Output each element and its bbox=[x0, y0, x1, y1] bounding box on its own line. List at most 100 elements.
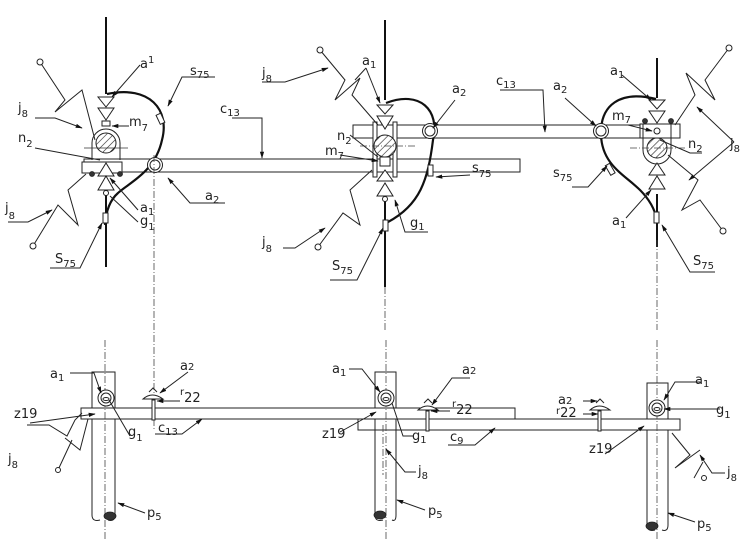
clamp-g1 bbox=[382, 397, 390, 401]
insulator-icon bbox=[648, 162, 666, 176]
label-g1-side-left: g1 bbox=[128, 425, 143, 444]
label-s75-middle-lower: S75 bbox=[332, 259, 353, 277]
ground-terminal-icon bbox=[314, 243, 322, 251]
label-g1-left: g1 bbox=[140, 214, 155, 233]
ground-terminal-icon bbox=[36, 58, 44, 66]
clamp-g1 bbox=[653, 407, 661, 411]
label-c13-left: c13 bbox=[220, 102, 240, 119]
insulator-a1-inner bbox=[100, 392, 112, 404]
assembly-right bbox=[593, 44, 733, 330]
label-a2-side-left: a2 bbox=[180, 359, 194, 374]
pin-r22 bbox=[597, 410, 602, 432]
pin-r22 bbox=[425, 410, 430, 432]
side-view-labels: a1 a2 r22 z19 g1 c13 j8 p5 a1 a2 r22 z19… bbox=[7, 359, 737, 534]
ground-terminal-icon bbox=[719, 227, 727, 235]
label-j8-middle-upper: j8 bbox=[261, 66, 272, 85]
insulator-icon bbox=[375, 104, 395, 115]
link-eye bbox=[653, 127, 661, 135]
link-eye bbox=[103, 190, 109, 196]
label-a1-middle: a1 bbox=[362, 54, 376, 71]
ground-terminal-icon bbox=[55, 467, 61, 473]
pin-insulator-a2 bbox=[588, 405, 612, 411]
pole-right bbox=[588, 340, 707, 540]
splice-s75 bbox=[155, 112, 166, 126]
label-m7: m7 bbox=[129, 115, 148, 134]
ring-a2-inner bbox=[149, 159, 161, 171]
ground-lead-j8 bbox=[317, 169, 373, 248]
label-j8-side-right: j8 bbox=[726, 465, 737, 484]
label-z19-side-middle: z19 bbox=[322, 427, 345, 442]
label-z19-side-right: z19 bbox=[589, 442, 612, 457]
pin-insulator-a2 bbox=[416, 405, 440, 411]
splice-s75 bbox=[604, 162, 616, 177]
label-n2-right: n2 bbox=[688, 137, 703, 155]
label-s75-middle-right: s75 bbox=[472, 161, 492, 180]
clamp-g1 bbox=[102, 397, 110, 401]
ring-a2-inner bbox=[424, 125, 436, 137]
insulator-tip bbox=[423, 398, 433, 404]
label-c9-side: c9 bbox=[450, 430, 464, 447]
ground-lead-j8 bbox=[674, 47, 730, 126]
label-m7-middle: m7 bbox=[325, 144, 344, 162]
label-g1-middle: g1 bbox=[410, 216, 425, 233]
crossarm-c9-side bbox=[357, 418, 681, 431]
ground-lead-j8 bbox=[693, 461, 704, 479]
pole-base-icon bbox=[645, 521, 659, 531]
ring-a2-inner bbox=[595, 125, 607, 137]
crossarm-c13-right bbox=[352, 124, 681, 139]
label-j8-middle-lower: j8 bbox=[261, 235, 272, 255]
label-r22-side-left: r22 bbox=[180, 387, 201, 406]
ground-terminal-icon bbox=[725, 44, 733, 52]
insulator-icon bbox=[376, 115, 394, 130]
insulator-icon bbox=[97, 107, 115, 121]
insulator-icon bbox=[648, 110, 666, 124]
label-p5-side-right: p5 bbox=[697, 517, 712, 534]
label-c13-side: c13 bbox=[158, 421, 178, 438]
crossarm-c13-side bbox=[80, 407, 516, 420]
label-g1-side-right: g1 bbox=[716, 403, 731, 421]
ground-lead-j8 bbox=[32, 173, 87, 247]
label-a1-side-left: a1 bbox=[50, 367, 64, 384]
label-a1-side-right: a1 bbox=[695, 373, 709, 390]
label-a1-side-middle: a1 bbox=[332, 362, 346, 379]
pin-insulator-a2 bbox=[141, 394, 165, 400]
connector-m7 bbox=[101, 120, 111, 127]
ground-lead-j8 bbox=[671, 432, 701, 469]
insulator-icon bbox=[97, 174, 115, 191]
u-bolt-clamp bbox=[91, 128, 121, 160]
link-eye bbox=[382, 196, 388, 202]
ground-terminal-icon bbox=[316, 46, 324, 54]
pole-base-icon bbox=[103, 511, 117, 521]
insulator-a1-inner bbox=[651, 402, 663, 414]
ground-lead-j8 bbox=[64, 418, 89, 451]
pole-base-icon bbox=[373, 510, 387, 520]
label-z19-side-left: z19 bbox=[14, 407, 37, 422]
pin-r22 bbox=[151, 399, 156, 421]
label-a2-left: a2 bbox=[205, 189, 219, 206]
label-p5-side-left: p5 bbox=[147, 506, 162, 523]
label-a2-side-middle: a2 bbox=[462, 363, 476, 378]
assembly-left bbox=[29, 17, 166, 430]
label-g1-side-middle: g1 bbox=[412, 429, 427, 446]
label-a1-lower: a1 bbox=[140, 201, 154, 218]
top-view-labels: a1 s75 j8 m7 n2 a1 g1 j8 S75 a2 c13 a1 j… bbox=[4, 54, 740, 281]
conductor-section-icon bbox=[95, 132, 117, 154]
insulator-a1-inner bbox=[380, 392, 392, 404]
bypass-cable bbox=[599, 95, 659, 221]
splice-s75 bbox=[653, 211, 660, 224]
label-m7-right: m7 bbox=[612, 109, 631, 126]
insulator-icon bbox=[647, 99, 667, 110]
nut-icon bbox=[668, 118, 674, 124]
splice-s75 bbox=[427, 164, 434, 177]
label-a2-middle: a2 bbox=[452, 82, 466, 99]
label-j8-side-left: j8 bbox=[7, 452, 18, 471]
label-j8-lower: j8 bbox=[4, 201, 15, 222]
connector-m7 bbox=[379, 156, 391, 167]
label-s75-lower: S75 bbox=[55, 252, 76, 270]
label-s75-right-left: s75 bbox=[553, 166, 573, 184]
ground-terminal-icon bbox=[701, 475, 707, 481]
label-n2-middle: n2 bbox=[337, 129, 352, 147]
label-r22-side-middle: r22 bbox=[452, 399, 473, 418]
label-n2: n2 bbox=[18, 131, 33, 150]
